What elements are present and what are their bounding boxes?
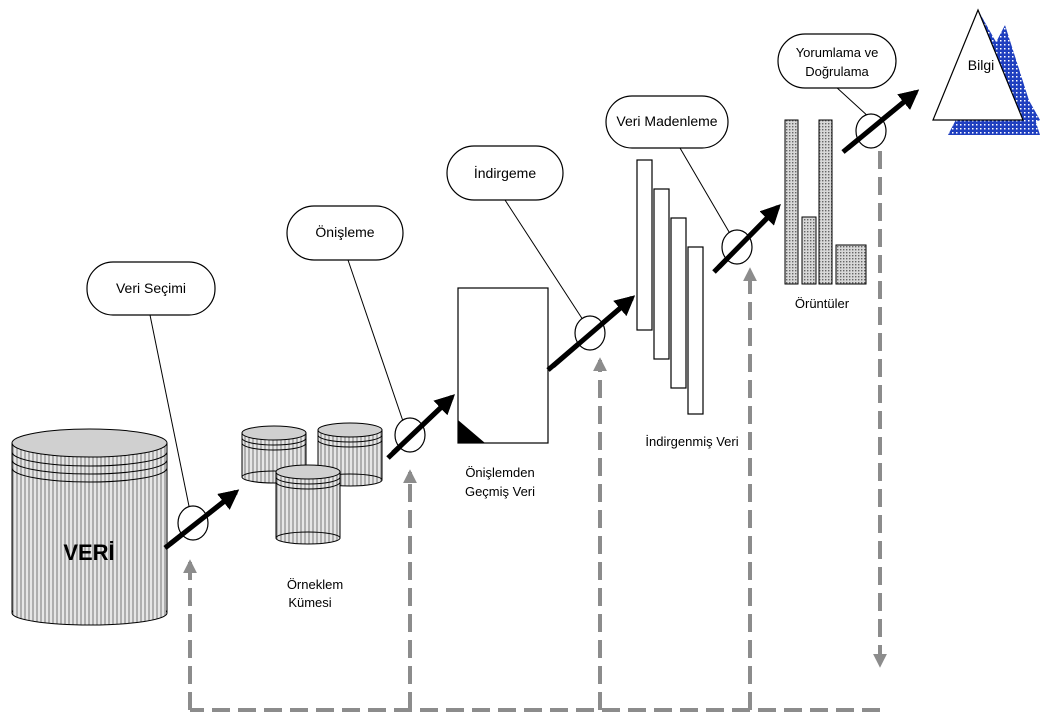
pattern-bar-1: [784, 119, 799, 285]
page-4: [687, 246, 704, 415]
reduced-data-pages: [636, 159, 704, 415]
preprocessed-label-line1: Önişlemden: [465, 465, 534, 480]
pattern-bar-2: [801, 216, 817, 285]
callout-veri-madenleme-label: Veri Madenleme: [616, 113, 717, 129]
knowledge-pyramid: Bilgi: [932, 8, 1040, 135]
page-2: [653, 188, 670, 360]
sample-set-label-line1: Örneklem: [287, 577, 343, 592]
knowledge-label: Bilgi: [968, 57, 994, 73]
reduced-data-label: İndirgenmiş Veri: [645, 434, 738, 449]
pattern-bar-3: [818, 119, 833, 285]
callout-veri-secimi: Veri Seçimi: [86, 261, 216, 316]
callout-veri-madenleme: Veri Madenleme: [605, 95, 729, 149]
patterns-label: Örüntüler: [795, 296, 850, 311]
page-1: [636, 159, 653, 331]
data-source-label: VERİ: [63, 540, 114, 565]
callout-indirgeme: İndirgeme: [446, 145, 564, 201]
pattern-bar-4: [835, 244, 867, 285]
callout-onisleme-label: Önişleme: [315, 223, 374, 240]
feedback-loop: [183, 125, 887, 712]
sample-set-cylinders: [241, 422, 383, 545]
page-3: [670, 217, 687, 389]
callout-veri-secimi-label: Veri Seçimi: [116, 280, 186, 296]
sample-set-label-line2: Kümesi: [288, 595, 331, 610]
data-source-cylinder: VERİ: [11, 428, 168, 626]
callout-leaders: [149, 85, 871, 517]
callout-yorumlama: Yorumlama ve Doğrulama: [777, 33, 897, 89]
preprocessed-label-line2: Geçmiş Veri: [465, 484, 535, 499]
callout-yorumlama-line1: Yorumlama ve: [796, 45, 879, 60]
patterns-bars: [784, 119, 867, 285]
callout-onisleme: Önişleme: [286, 205, 404, 261]
preprocessed-data-box: [457, 287, 549, 444]
callout-indirgeme-label: İndirgeme: [474, 164, 536, 181]
callout-yorumlama-line2: Doğrulama: [805, 64, 869, 79]
sample-cylinder-3: [275, 464, 341, 545]
